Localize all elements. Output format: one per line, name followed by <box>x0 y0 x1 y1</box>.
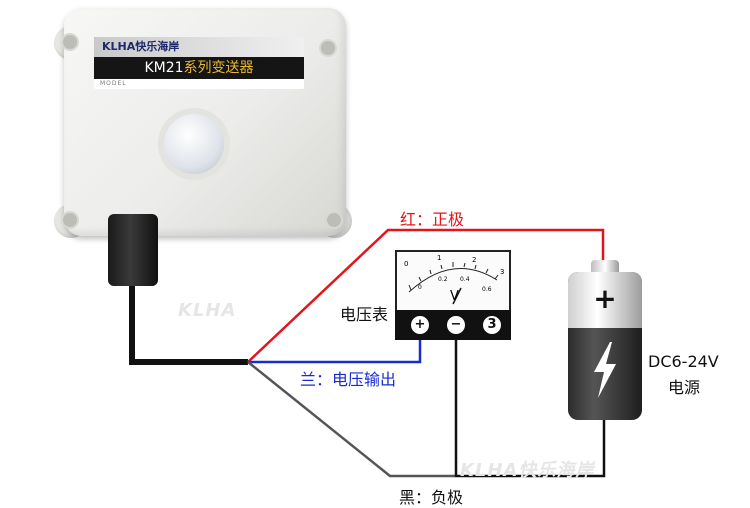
model-suffix: 系列变送器 <box>183 60 254 76</box>
pir-sensor-lens <box>164 114 224 174</box>
scale-top-0: 0 <box>404 260 409 268</box>
battery-top-band <box>568 272 642 328</box>
needle <box>452 287 462 305</box>
red-wire <box>247 228 605 363</box>
battery-terminal <box>591 260 619 274</box>
power-voltage-label: DC6-24V <box>648 352 719 371</box>
terminal-negative: − <box>447 316 465 334</box>
screw-hole <box>61 33 79 51</box>
voltmeter-unit: V <box>450 289 459 304</box>
scale-top-1: 1 <box>437 254 442 262</box>
model-tag: MODEL <box>100 80 127 87</box>
black-wire-label: 黑：负极 <box>399 488 464 507</box>
screw-hole <box>325 211 343 229</box>
scale-bottom-0: 0 <box>418 284 422 291</box>
model-prefix: KM21 <box>144 60 184 76</box>
battery-plus-symbol: + <box>593 282 617 315</box>
terminal-3: 3 <box>483 316 501 334</box>
scale-top-2: 2 <box>472 256 477 264</box>
screw-hole <box>61 211 79 229</box>
scale-bottom-2: 0.4 <box>460 276 470 283</box>
watermark-left: KLHA <box>178 300 237 321</box>
screw-hole <box>319 39 337 57</box>
scale-top-3: 3 <box>500 268 505 276</box>
terminal-positive: + <box>411 316 429 334</box>
voltmeter-dial <box>408 262 499 305</box>
black-wire <box>454 330 606 478</box>
cable-gland <box>108 214 158 286</box>
brand-label: KLHA快乐海岸 <box>94 37 304 57</box>
scale-bottom-3: 0.6 <box>482 286 492 293</box>
blue-wire-label: 兰：电压输出 <box>300 370 397 389</box>
red-wire-label: 红：正极 <box>400 210 465 229</box>
watermark-bottom: KLHA快乐海岸 <box>460 460 595 481</box>
model-label: KM21系列变送器 <box>94 57 304 79</box>
lightning-icon <box>594 342 616 398</box>
sensor-cable <box>129 280 248 365</box>
power-source-label: 电源 <box>668 378 701 397</box>
gray-wire <box>247 361 455 478</box>
voltmeter-label: 电压表 <box>340 305 389 324</box>
scale-bottom-1: 0.2 <box>438 276 448 283</box>
